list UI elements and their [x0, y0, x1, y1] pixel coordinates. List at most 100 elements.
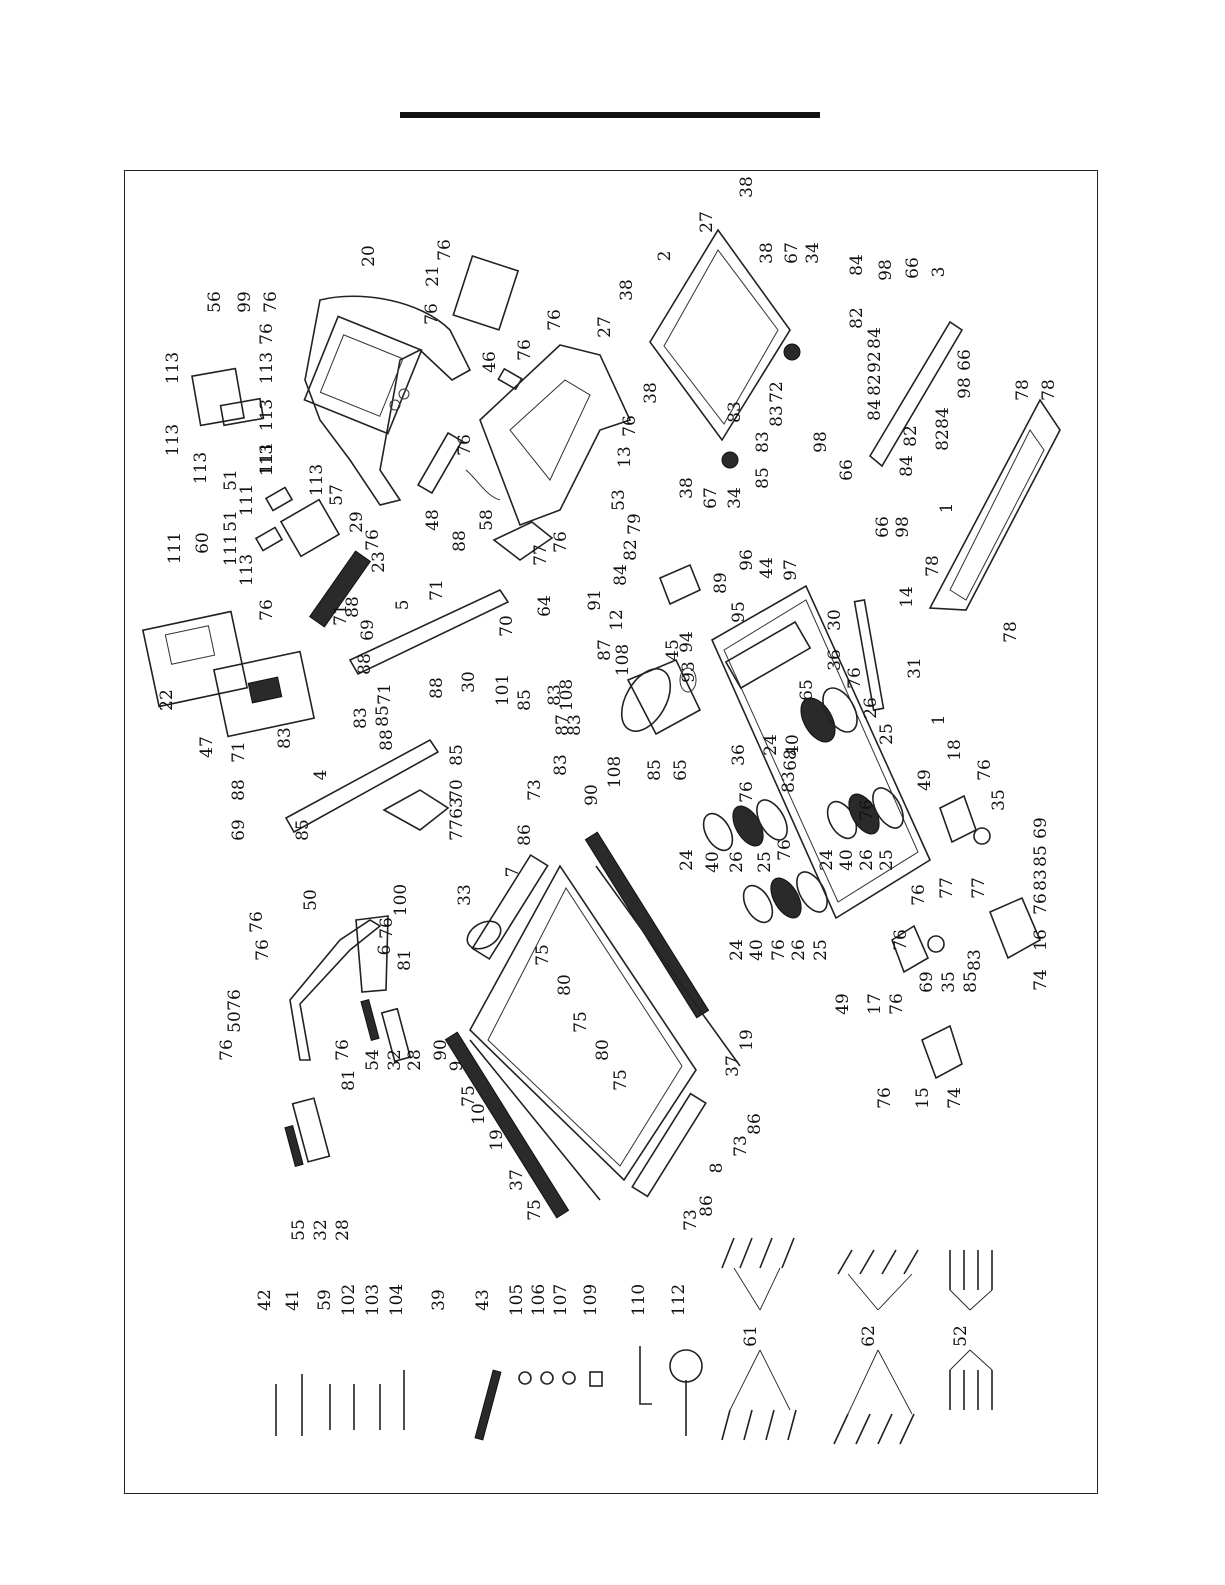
part-number-label: 67 — [782, 242, 802, 264]
part-number-label: 83 — [753, 431, 773, 453]
foot-35a — [973, 827, 991, 845]
part-number-label: 107 — [551, 1284, 571, 1316]
part-number-label: 97 — [781, 559, 801, 581]
part-number-label: 112 — [669, 1284, 689, 1316]
part-number-label: 88 — [229, 779, 249, 801]
part-number-label: 59 — [315, 1289, 335, 1311]
part-number-label: 109 — [581, 1284, 601, 1316]
bolt-set-62 — [833, 1249, 919, 1445]
grip-32b — [291, 1097, 331, 1163]
part-number-label: 76 — [257, 323, 277, 345]
part-number-label: 71 — [427, 579, 447, 601]
grip-32a — [380, 1007, 412, 1063]
part-number-label: 74 — [1031, 969, 1051, 991]
part-number-label: 22 — [157, 689, 177, 711]
wheel-set-a — [800, 687, 858, 743]
part-number-label: 71 — [375, 683, 395, 705]
part-number-label: 76 — [253, 939, 273, 961]
part-number-label: 92 — [865, 351, 885, 373]
part-number-label: 110 — [629, 1284, 649, 1316]
part-number-label: 28 — [333, 1219, 353, 1241]
part-number-label: 78 — [923, 555, 943, 577]
part-number-label: 38 — [737, 176, 757, 198]
part-number-label: 83 — [779, 771, 799, 793]
part-number-label: 38 — [641, 382, 661, 404]
part-number-label: 26 — [789, 939, 809, 961]
part-number-label: 85 — [515, 689, 535, 711]
part-number-label: 76 — [909, 884, 929, 906]
part-number-label: 76 — [422, 303, 442, 325]
cover-16 — [988, 896, 1042, 960]
title-rule — [400, 112, 820, 118]
part-number-label: 82 — [901, 425, 921, 447]
part-number-label: 105 — [507, 1284, 527, 1316]
part-number-label: 38 — [617, 279, 637, 301]
motor-11 — [620, 658, 702, 736]
part-number-label: 66 — [873, 516, 893, 538]
part-number-label: 82 — [621, 539, 641, 561]
part-number-label: 87 — [553, 714, 573, 736]
part-number-label: 83 — [351, 707, 371, 729]
part-number-label: 93 — [679, 661, 699, 683]
part-number-label: 75 — [533, 944, 553, 966]
part-number-label: 80 — [555, 974, 575, 996]
part-number-label: 24 — [727, 939, 747, 961]
part-number-label: 104 — [387, 1284, 407, 1316]
part-number-label: 38 — [757, 242, 777, 264]
part-number-label: 103 — [363, 1284, 383, 1316]
part-number-label: 12 — [607, 609, 627, 631]
part-number-label: 76 — [975, 759, 995, 781]
bolt-set-61 — [721, 1237, 797, 1441]
bracket-21 — [452, 255, 520, 331]
part-number-label: 1 — [937, 503, 957, 514]
part-number-label: 88 — [355, 653, 375, 675]
allen-key-110 — [639, 1346, 652, 1405]
part-number-label: 113 — [257, 352, 277, 384]
part-number-label: 76 — [875, 1087, 895, 1109]
part-number-label: 68 — [781, 749, 801, 771]
part-number-label: 14 — [897, 586, 917, 608]
part-number-label: 47 — [197, 736, 217, 758]
part-number-label: 87 — [595, 639, 615, 661]
side-rail-19b — [444, 1031, 570, 1219]
part-number-label: 48 — [423, 509, 443, 531]
part-number-label: 75 — [611, 1069, 631, 1091]
part-number-label: 8 — [707, 1163, 727, 1174]
part-number-label: 81 — [395, 949, 415, 971]
part-number-label: 100 — [391, 884, 411, 916]
part-number-label: 108 — [557, 679, 577, 711]
part-number-label: 31 — [905, 657, 925, 679]
part-number-label: 111 — [257, 442, 277, 474]
part-number-label: 7 — [503, 867, 523, 878]
part-number-label: 85 — [645, 759, 665, 781]
part-number-label: 108 — [605, 756, 625, 788]
part-number-label: 35 — [939, 971, 959, 993]
part-number-label: 84 — [933, 407, 953, 429]
part-number-label: 85 — [753, 467, 773, 489]
part-number-label: 36 — [825, 649, 845, 671]
part-number-label: 76 — [845, 667, 865, 689]
part-number-label: 73 — [731, 1135, 751, 1157]
part-number-label: 76 — [455, 434, 475, 456]
control-board-48 — [416, 431, 464, 495]
part-number-label: 82 — [865, 374, 885, 396]
side-rail-37a — [595, 865, 741, 1067]
part-number-label: 51 — [221, 469, 241, 491]
part-number-label: 61 — [741, 1325, 761, 1347]
part-number-label: 86 — [515, 824, 535, 846]
part-number-label: 113 — [257, 444, 277, 476]
part-number-label: 96 — [737, 549, 757, 571]
part-number-label: 113 — [163, 352, 183, 384]
part-number-label: 76 — [435, 239, 455, 261]
part-number-label: 29 — [347, 511, 367, 533]
wire-harness-set — [275, 1370, 405, 1436]
part-number-label: 30 — [825, 609, 845, 631]
part-number-label: 79 — [625, 513, 645, 535]
part-number-label: 25 — [811, 939, 831, 961]
part-number-label: 9 — [447, 1061, 467, 1072]
part-number-label: 76 — [377, 917, 397, 939]
part-number-label: 41 — [283, 1289, 303, 1311]
incline-motor-12 — [658, 563, 702, 606]
part-number-label: 76 — [891, 929, 911, 951]
part-number-label: 50 — [301, 889, 321, 911]
